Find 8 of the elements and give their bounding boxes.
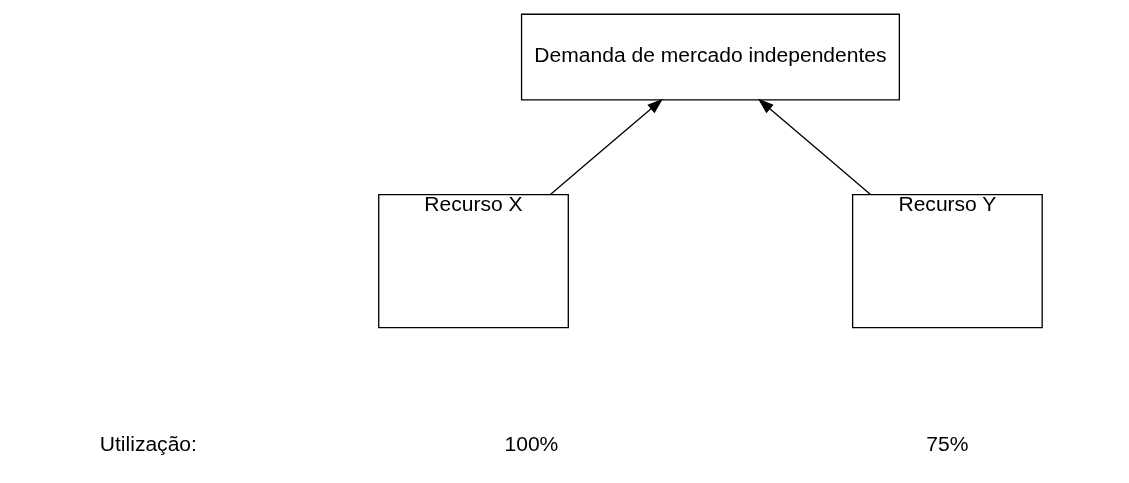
arrow [757, 98, 871, 195]
arrow [549, 98, 663, 195]
label: 100% [504, 431, 558, 455]
node-box: Recurso X [377, 193, 569, 328]
label: Utilização: [99, 431, 197, 455]
label: 75% [925, 431, 968, 455]
node-box: Recurso Y [851, 193, 1043, 328]
node-box: Demanda de mercado independentes [520, 13, 900, 100]
